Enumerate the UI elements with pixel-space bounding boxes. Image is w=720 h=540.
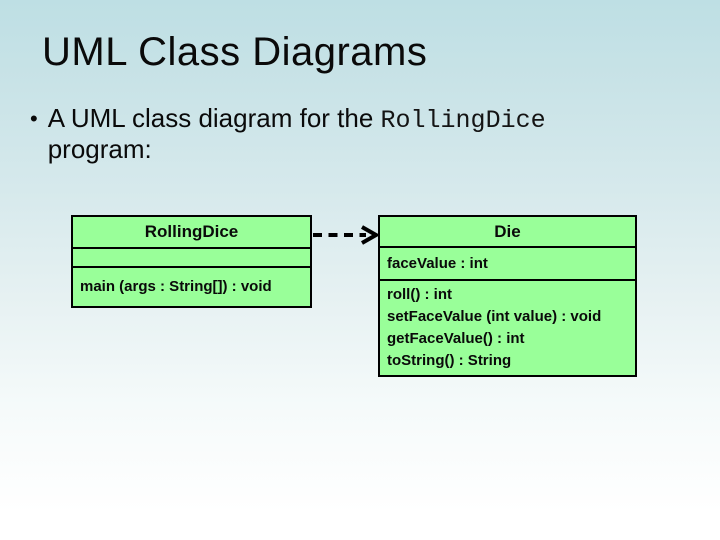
class-name-die: Die <box>380 217 635 248</box>
class-attributes-die: faceValue : int <box>380 248 635 281</box>
slide-title: UML Class Diagrams <box>42 30 428 74</box>
method-roll: roll() : int <box>387 286 452 303</box>
arrowhead-icon <box>361 225 379 245</box>
uml-class-die: Die faceValue : int roll() : int setFace… <box>378 215 637 377</box>
bullet-text: A UML class diagram for the RollingDice … <box>48 104 648 164</box>
class-name-rollingdice: RollingDice <box>73 217 310 249</box>
class-methods-die: roll() : int setFaceValue (int value) : … <box>380 281 635 373</box>
dependency-arrow <box>313 225 379 245</box>
uml-class-rollingdice: RollingDice main (args : String[]) : voi… <box>71 215 312 308</box>
method-getfacevalue: getFaceValue() : int <box>387 330 525 347</box>
bullet-text-before: A UML class diagram for the <box>47 103 381 133</box>
class-methods-rollingdice: main (args : String[]) : void <box>73 268 310 306</box>
attribute-facevalue: faceValue : int <box>387 255 488 272</box>
class-attributes-rollingdice <box>73 249 310 268</box>
inline-code-rollingdice: RollingDice <box>380 106 546 135</box>
method-tostring: toString() : String <box>387 352 512 369</box>
bullet-item: • A UML class diagram for the RollingDic… <box>30 104 655 164</box>
method-main: main (args : String[]) : void <box>80 278 272 295</box>
bullet-text-after: program: <box>47 134 152 164</box>
bullet-icon: • <box>30 106 38 131</box>
method-setfacevalue: setFaceValue (int value) : void <box>387 308 602 325</box>
